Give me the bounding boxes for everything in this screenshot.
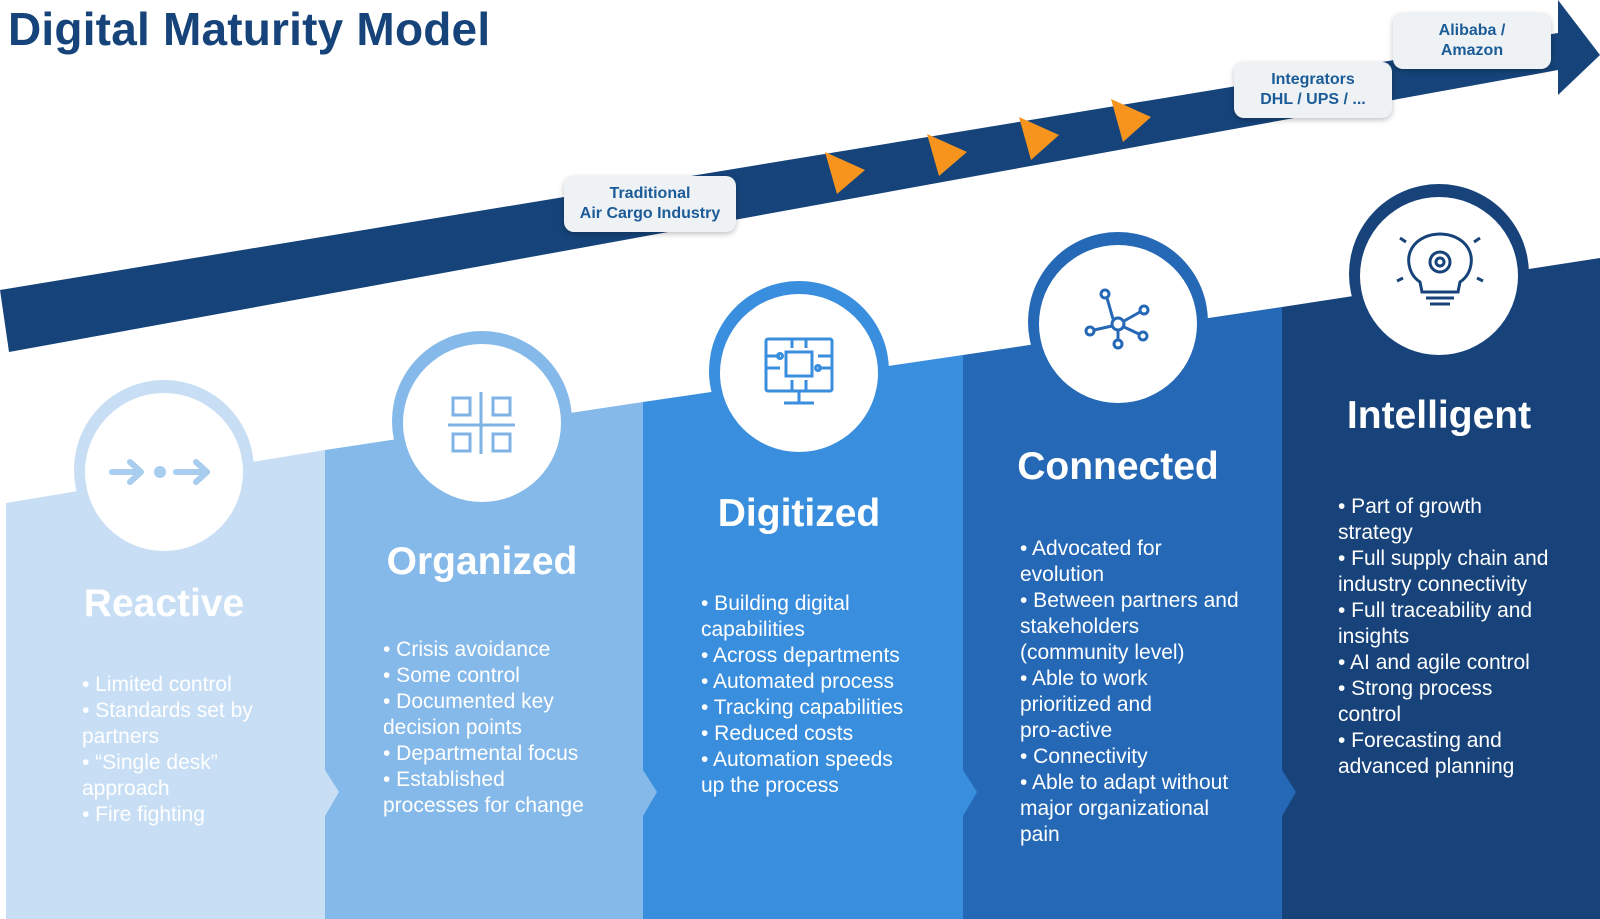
bullet-line: • Automation speeds — [701, 748, 893, 771]
stage-title-intelligent: Intelligent — [1346, 394, 1532, 437]
bullet-line: • Advocated for — [1020, 537, 1162, 560]
tag-line: Integrators — [1271, 71, 1355, 88]
bullet-line: • Automated process — [701, 670, 894, 693]
bullet-line: strategy — [1338, 521, 1413, 544]
progression-arrow — [0, 0, 1600, 352]
tag-alibaba-amazon: Alibaba / Amazon — [1393, 13, 1551, 69]
network-nodes-icon — [1084, 288, 1150, 350]
chevron-divider — [1282, 770, 1296, 816]
stage-title-reactive: Reactive — [83, 582, 245, 625]
bullet-line: • Building digital — [701, 592, 850, 615]
stage-title-digitized: Digitized — [717, 492, 881, 535]
lightbulb-gear-icon — [1396, 232, 1484, 306]
bullet-line: • Forecasting and — [1338, 729, 1502, 752]
chevron-divider — [643, 770, 657, 816]
orange-chevron-icon — [825, 152, 865, 194]
bullet-line: • Standards set by — [82, 699, 253, 722]
bullet-line: processes for change — [383, 794, 584, 817]
bullet-line: (community level) — [1020, 641, 1185, 664]
arrows-right-icon — [109, 459, 210, 485]
bullet-line: prioritized and — [1020, 693, 1152, 716]
bullet-line: • Tracking capabilities — [701, 696, 904, 719]
stage-bullets-organized: • Crisis avoidance • Some control • Docu… — [383, 637, 638, 819]
bullet-line: • Between partners and — [1020, 589, 1239, 612]
bullet-line: • Connectivity — [1020, 745, 1148, 768]
chevron-divider — [325, 770, 339, 816]
stage-bullets-reactive: • Limited control • Standards set by par… — [82, 672, 317, 828]
stage-circle-digitized — [709, 281, 889, 461]
stage-bullets-intelligent: • Part of growth strategy • Full supply … — [1338, 494, 1596, 780]
orange-chevron-icon — [927, 134, 967, 176]
stage-title-organized: Organized — [386, 540, 578, 583]
bullet-line: major organizational — [1020, 797, 1210, 820]
bullet-line: control — [1338, 703, 1402, 726]
stage-column-digitized — [643, 355, 963, 919]
bullet-line: decision points — [383, 716, 522, 739]
bullet-line: pro-active — [1020, 719, 1113, 742]
bullet-line: stakeholders — [1020, 615, 1140, 638]
bullet-line: • Part of growth — [1338, 495, 1482, 518]
bullet-line: • Able to adapt without — [1020, 771, 1229, 794]
stage-column-organized — [325, 402, 643, 919]
bullet-line: • Crisis avoidance — [383, 638, 551, 661]
bullet-line: industry connectivity — [1338, 573, 1528, 596]
stage-bullets-digitized: • Building digital capabilities • Across… — [701, 591, 959, 799]
tag-traditional-air-cargo: Traditional Air Cargo Industry — [564, 176, 736, 232]
bullet-line: • AI and agile control — [1338, 651, 1530, 674]
bullet-line: partners — [82, 725, 160, 748]
grid-squares-icon — [448, 392, 515, 454]
bullet-line: • Across departments — [701, 644, 900, 667]
bullet-line: • “Single desk” — [82, 751, 218, 774]
bullet-line: • Fire fighting — [82, 803, 205, 826]
bullet-line: approach — [82, 777, 170, 800]
bullet-line: • Reduced costs — [701, 722, 854, 745]
tag-integrators: Integrators DHL / UPS / ... — [1234, 62, 1392, 118]
tag-line: Traditional — [609, 185, 691, 202]
bullet-line: pain — [1020, 823, 1060, 846]
circuit-monitor-icon — [764, 337, 834, 405]
orange-chevron-icon — [1019, 117, 1059, 160]
tag-line: Amazon — [1440, 42, 1504, 59]
tag-line: Alibaba / — [1438, 22, 1506, 39]
bullet-line: • Departmental focus — [383, 742, 579, 765]
bullet-line: • Full traceability and — [1338, 599, 1533, 622]
bullet-line: • Full supply chain and — [1338, 547, 1549, 570]
bullet-line: • Established — [383, 768, 505, 791]
bullet-line: • Documented key — [383, 690, 554, 713]
stage-title-connected: Connected — [1017, 445, 1219, 488]
stage-bullets-connected: • Advocated for evolution • Between part… — [1020, 536, 1280, 848]
bullet-line: evolution — [1020, 563, 1105, 586]
stage-column-connected — [963, 307, 1282, 919]
bullet-line: • Strong process — [1338, 677, 1493, 700]
stage-circle-intelligent — [1349, 184, 1529, 364]
bullet-line: insights — [1338, 625, 1410, 648]
orange-chevron-icon — [1111, 99, 1151, 142]
bullet-line: • Limited control — [82, 673, 232, 696]
tag-line: DHL / UPS / ... — [1260, 91, 1366, 108]
bullet-line: up the process — [701, 774, 839, 797]
stage-circle-connected — [1028, 232, 1208, 412]
bullet-line: advanced planning — [1338, 755, 1515, 778]
stage-column-intelligent — [1282, 258, 1600, 919]
stage-column-reactive — [6, 450, 325, 919]
bullet-line: • Able to work — [1020, 667, 1148, 690]
tag-line: Air Cargo Industry — [579, 205, 721, 222]
bullet-line: capabilities — [701, 618, 805, 641]
page-title: Digital Maturity Model — [8, 3, 491, 55]
chevron-divider — [963, 770, 977, 816]
bullet-line: • Some control — [383, 664, 520, 687]
